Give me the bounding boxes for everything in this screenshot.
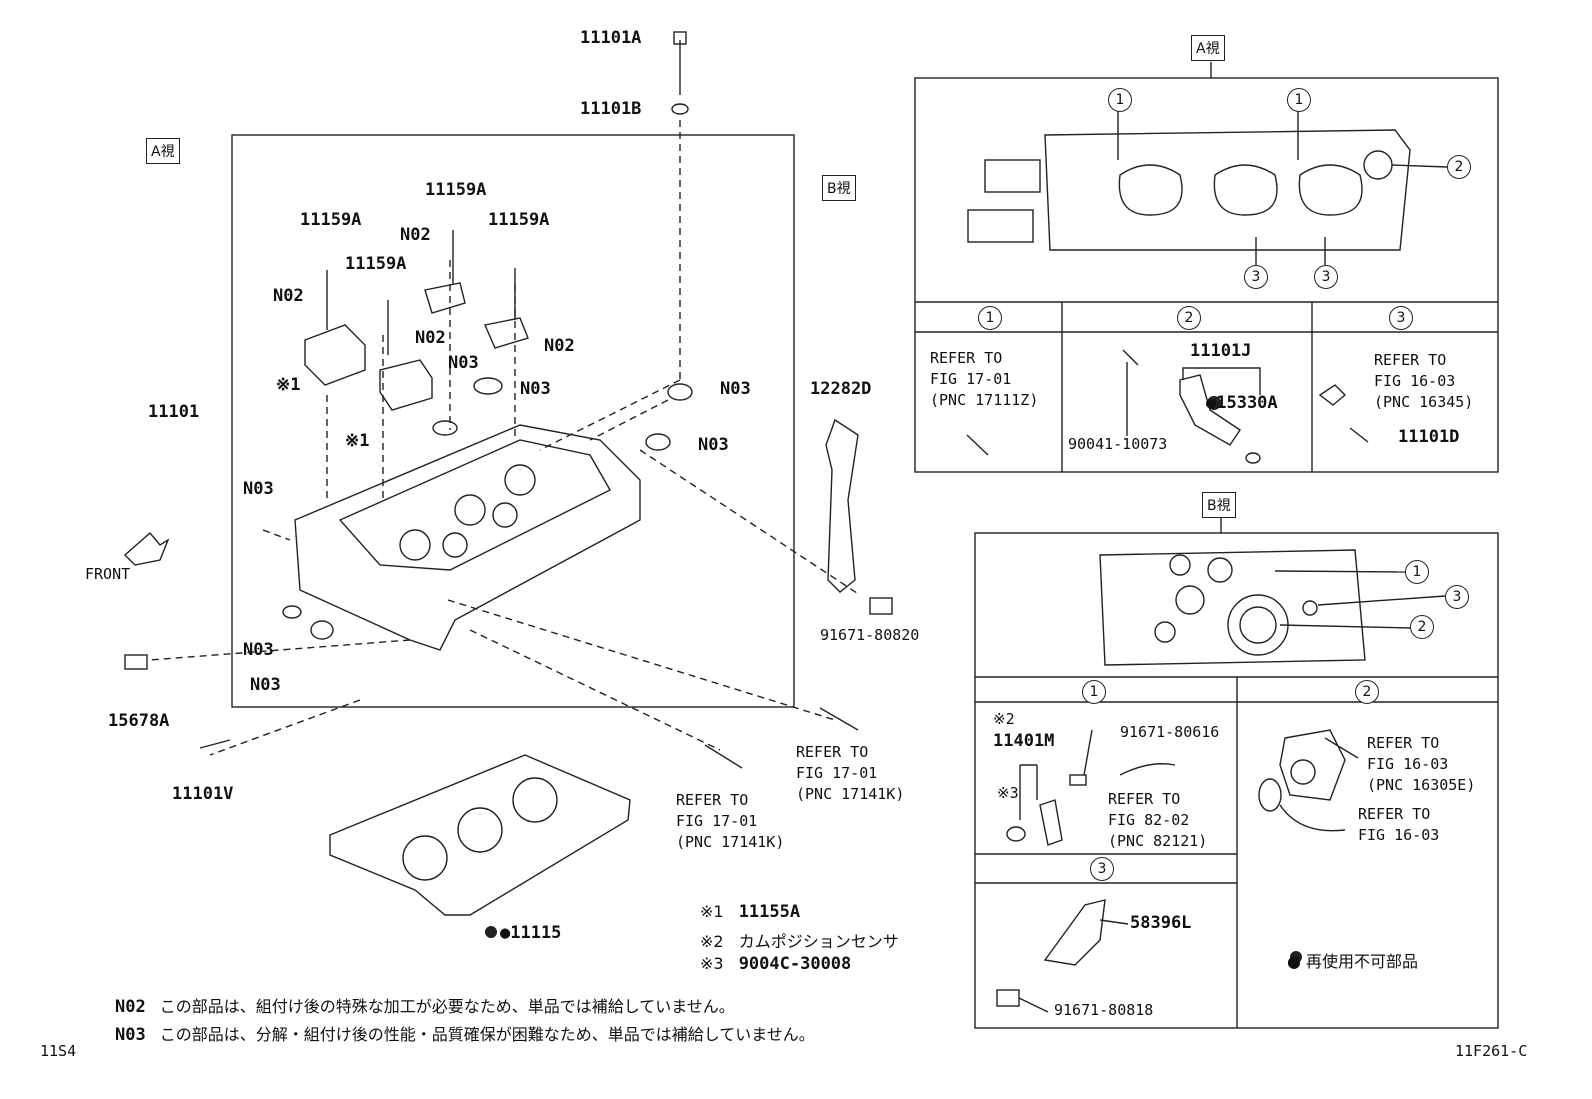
view-a-callout-1a: 1: [1108, 88, 1132, 112]
note-n03: N03 この部品は、分解・組付け後の性能・品質確保が困難なため、単品では補給してい…: [115, 1021, 815, 1045]
n02-label-1: N02: [273, 286, 304, 306]
view-b-callout-2: 2: [1410, 615, 1434, 639]
view-a-refer-16345: REFER TO FIG 16-03 (PNC 16345): [1374, 351, 1474, 411]
view-b-callout-3: 3: [1445, 585, 1469, 609]
view-b-header-1: 1: [1082, 680, 1106, 704]
legend-non-reusable: ● 再使用不可部品: [1287, 952, 1419, 971]
part-label-91671-80616: 91671-80616: [1120, 723, 1220, 741]
part-label-90041-10073: 90041-10073: [1068, 435, 1168, 453]
part-label-15330a: ●15330A: [1206, 393, 1278, 413]
view-a-title: A視: [1191, 35, 1225, 61]
n02-label-4: N02: [415, 328, 446, 348]
n03-label-7: N03: [250, 675, 281, 695]
part-label-12282d: 12282D: [810, 379, 872, 399]
note-n02: N02 この部品は、組付け後の特殊な加工が必要なため、単品では補給していません。: [115, 993, 735, 1017]
n02-label-2: N02: [400, 225, 431, 245]
part-label-11159a-1: 11159A: [300, 210, 362, 230]
n03-label-1: N03: [448, 353, 479, 373]
view-a-refer-17111z: REFER TO FIG 17-01 (PNC 17111Z): [930, 349, 1039, 409]
view-a-header-1: 1: [978, 306, 1002, 330]
view-b-refer-1603: REFER TO FIG 16-03: [1358, 805, 1440, 844]
view-b-title: B視: [1202, 492, 1236, 518]
note-n02-text: この部品は、組付け後の特殊な加工が必要なため、単品では補給していません。: [159, 997, 735, 1016]
view-b-refer-82121: REFER TO FIG 82-02 (PNC 82121): [1108, 790, 1208, 850]
footer-left-code: 11S4: [40, 1042, 77, 1060]
front-label: FRONT: [85, 565, 131, 583]
view-b-refer-16305e: REFER TO FIG 16-03 (PNC 16305E): [1367, 734, 1476, 794]
view-a-header-3: 3: [1389, 306, 1413, 330]
legend-mark-2: ※2: [700, 932, 724, 951]
view-a-callout-1b: 1: [1287, 88, 1311, 112]
n02-label-3: N02: [544, 336, 575, 356]
legend-row-1: ※1 11155A: [700, 902, 814, 922]
n03-label-3: N03: [720, 379, 751, 399]
note-n03-code: N03: [115, 1025, 146, 1045]
mark1-label-a: ※1: [276, 375, 301, 395]
n03-label-6: N03: [243, 640, 274, 660]
part-label-11101v: 11101V: [172, 784, 234, 804]
part-label-11101b: 11101B: [580, 99, 642, 119]
part-label-91671-80820: 91671-80820: [820, 626, 920, 644]
part-label-11115: ●11115: [500, 923, 562, 943]
part-label-15678a: 15678A: [108, 711, 170, 731]
legend-value-3: 9004C-30008: [738, 954, 852, 974]
part-label-11159a-3: 11159A: [488, 210, 550, 230]
view-a-header-2: 2: [1177, 306, 1201, 330]
legend-value-1: 11155A: [738, 902, 801, 922]
footer-right-code: 11F261-C: [1455, 1042, 1528, 1060]
view-b-header-3: 3: [1090, 857, 1114, 881]
part-label-11101j: 11101J: [1190, 341, 1252, 361]
view-b-callout-1: 1: [1405, 560, 1429, 584]
view-a-callout-3b: 3: [1314, 265, 1338, 289]
part-label-11101: 11101: [148, 402, 200, 422]
view-a-tag: A視: [146, 138, 180, 164]
part-label-11401m: 11401M: [993, 731, 1055, 751]
legend-row-3: ※3 9004C-30008: [700, 954, 865, 974]
mark1-label-b: ※1: [345, 431, 370, 451]
view-a-callout-2: 2: [1447, 155, 1471, 179]
legend-mark-1: ※1: [700, 902, 724, 921]
part-label-11101d: 11101D: [1398, 427, 1460, 447]
refer-17141k-1: REFER TO FIG 17-01 (PNC 17141K): [796, 743, 905, 803]
n03-label-2: N03: [520, 379, 551, 399]
mark2-label: ※2: [993, 710, 1015, 728]
note-n03-text: この部品は、分解・組付け後の性能・品質確保が困難なため、単品では補給していません…: [159, 1025, 815, 1044]
legend-mark-3: ※3: [700, 954, 724, 973]
part-label-11159a-4: 11159A: [345, 254, 407, 274]
view-a-callout-3a: 3: [1244, 265, 1268, 289]
part-label-58396l: 58396L: [1130, 913, 1192, 933]
refer-17141k-2: REFER TO FIG 17-01 (PNC 17141K): [676, 791, 785, 851]
legend-row-2: ※2 カムポジションセンサ: [700, 928, 899, 952]
part-label-91671-80818: 91671-80818: [1054, 1001, 1154, 1019]
part-label-11159a-2: 11159A: [425, 180, 487, 200]
n03-label-5: N03: [243, 479, 274, 499]
view-b-header-2: 2: [1355, 680, 1379, 704]
legend-value-2: カムポジションセンサ: [738, 932, 899, 951]
part-label-11101a: 11101A: [580, 28, 642, 48]
view-b-tag: B視: [822, 175, 856, 201]
n03-label-4: N03: [698, 435, 729, 455]
note-n02-code: N02: [115, 997, 146, 1017]
mark3-label: ※3: [997, 784, 1019, 802]
